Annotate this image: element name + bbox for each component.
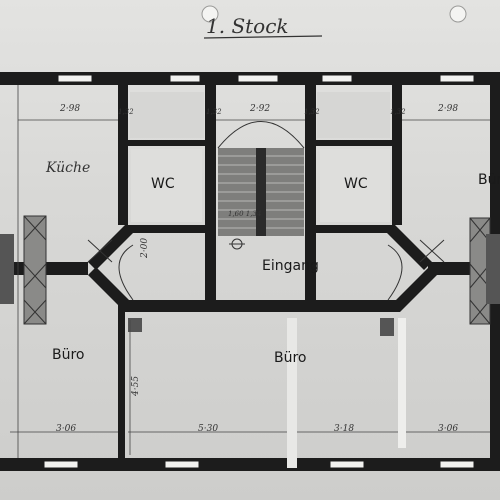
- wall-diagonal-ll: [88, 267, 133, 312]
- dimension-lines: [10, 85, 490, 458]
- faded-partition: [287, 318, 297, 468]
- room-label-office-right: Bür: [478, 172, 500, 188]
- dim-bottom-4: 3·06: [438, 424, 459, 434]
- windows-bottom: [43, 460, 475, 469]
- chimneys: [0, 215, 500, 336]
- binder-hole-left: [201, 5, 219, 23]
- room-label-office-left: Büro: [52, 347, 85, 363]
- wall-wc-left-top: [128, 140, 205, 146]
- wall-wc-left-outer: [118, 85, 128, 225]
- wall-corridor-bottom: [125, 300, 400, 312]
- room-label-office-center: Büro: [274, 350, 307, 366]
- room-label-wc-left: WC: [151, 176, 175, 192]
- room-label-wc-right: WC: [344, 176, 368, 192]
- dim-top-right: 2·98: [438, 104, 459, 114]
- dim-small-b: 1,32: [206, 108, 222, 116]
- door-swings: [87, 239, 445, 301]
- windows-top: [57, 74, 475, 83]
- wall-diagonal-lr: [392, 267, 437, 312]
- wall-wc-right-bottom: [316, 225, 395, 233]
- storage-right: [317, 92, 390, 138]
- wall-stair-right: [305, 85, 316, 300]
- storage-left: [130, 92, 204, 138]
- wall-wc-right-outer: [392, 85, 402, 225]
- room-label-kitchen: Küche: [46, 160, 91, 176]
- wall-wc-left-bottom: [125, 225, 205, 233]
- title-underline: [203, 35, 323, 39]
- wall-wc-right-top: [316, 140, 392, 146]
- dim-top-left: 2·98: [60, 104, 81, 114]
- dim-bottom-2: 5·30: [198, 424, 219, 434]
- dim-door-width: 2·00: [140, 237, 150, 258]
- dim-small-c: 1,32: [304, 108, 320, 116]
- wall-diagonal-ul: [88, 225, 133, 270]
- staircase: [217, 121, 305, 250]
- room-label-entrance: Eingang: [262, 258, 319, 274]
- plan-title: 1. Stock: [206, 14, 289, 38]
- dim-office-height: 4·55: [131, 375, 141, 396]
- wall-diagonal-ur: [387, 225, 432, 270]
- dim-bottom-3: 3·18: [334, 424, 355, 434]
- wc-left-room: [131, 149, 202, 222]
- dim-small-d: 1,32: [390, 108, 406, 116]
- wall-stair-left: [205, 85, 216, 300]
- dim-small-a: 1,32: [118, 108, 134, 116]
- dim-bottom-1: 3·06: [56, 424, 77, 434]
- faded-partition-right: [398, 318, 406, 448]
- wall-office-left: [118, 300, 125, 470]
- dim-top-center: 2·92: [250, 104, 271, 114]
- binder-hole-right: [449, 5, 467, 23]
- dim-stair: 1,60 1,34: [228, 210, 262, 218]
- wc-right-room: [320, 149, 390, 222]
